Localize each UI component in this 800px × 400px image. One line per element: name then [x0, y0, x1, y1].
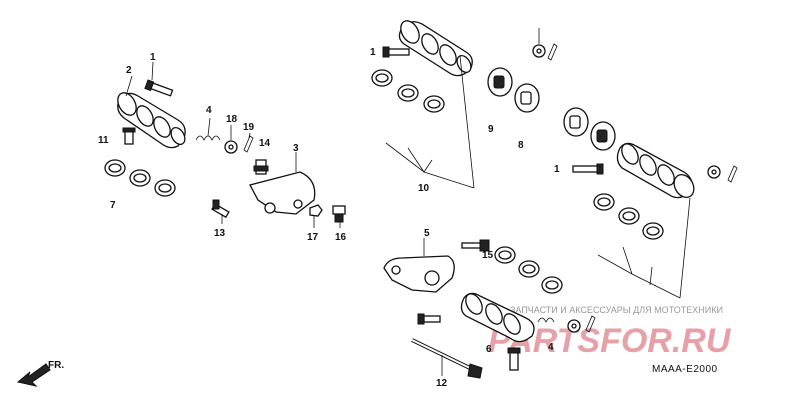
- clip-icon: [585, 315, 596, 333]
- callout-8: 8: [518, 140, 524, 151]
- washer-icon: [567, 319, 581, 333]
- callout-15: 15: [482, 250, 494, 261]
- callout-1: 1: [150, 52, 156, 63]
- clip-icon: [727, 165, 738, 183]
- callout-13: 13: [214, 228, 226, 239]
- camshaft-right: [616, 142, 695, 199]
- callout-11: 11: [98, 135, 109, 146]
- sprocket-icon: [487, 67, 540, 113]
- sprocket-icon: [563, 107, 616, 151]
- camshaft-lower: [460, 292, 535, 343]
- callout-17: 17: [307, 232, 319, 243]
- spring-icon: [537, 317, 555, 323]
- callout-4: 4: [206, 105, 212, 116]
- nut-icon: [309, 204, 323, 228]
- bearing-icon: [593, 193, 664, 240]
- washer-icon: [532, 28, 546, 58]
- callout-14: 14: [259, 138, 271, 149]
- front-indicator: FR.: [48, 360, 64, 371]
- bolt-icon: [122, 127, 136, 145]
- camshaft-left: [117, 75, 186, 149]
- callout-6: 6: [486, 344, 492, 355]
- washer-icon: [707, 165, 721, 179]
- bearing-icon: [371, 69, 445, 113]
- callout-19: 19: [243, 122, 255, 133]
- callout-16: 16: [335, 232, 347, 243]
- front-arrow-icon: FR.: [16, 360, 64, 387]
- bracket-icon: [249, 152, 316, 215]
- bolt-icon: [417, 313, 441, 325]
- bolt-icon: [253, 159, 269, 175]
- callout-5: 5: [424, 228, 430, 239]
- bearing-icon: [494, 246, 563, 294]
- bolt-icon: [144, 61, 174, 97]
- long-bolt-icon: [411, 338, 483, 379]
- bolt-icon: [332, 205, 346, 228]
- callout-4-lower: 4: [548, 342, 554, 353]
- callout-18: 18: [226, 114, 238, 125]
- bolt-icon: [572, 163, 604, 175]
- bolt-icon: [382, 46, 410, 58]
- bolt-icon: [211, 199, 230, 224]
- camshaft-upper: [398, 20, 473, 77]
- washer-icon: [224, 125, 238, 154]
- spring-icon: [195, 117, 221, 141]
- callout-3: 3: [293, 143, 299, 154]
- callout-1-right: 1: [554, 164, 560, 175]
- bolt-icon: [507, 347, 521, 371]
- clip-icon: [547, 43, 558, 61]
- diagram-code: MAAA-E2000: [652, 364, 718, 375]
- bolt-icon: [461, 239, 490, 252]
- callout-7: 7: [110, 200, 116, 211]
- callout-1-upper: 1: [370, 47, 376, 58]
- watermark-tagline: ЗАПЧАСТИ И АКСЕССУАРЫ ДЛЯ МОТОТЕХНИКИ: [510, 305, 723, 315]
- callout-12: 12: [436, 378, 448, 389]
- callout-10: 10: [418, 183, 430, 194]
- callout-9: 9: [488, 124, 494, 135]
- callout-2: 2: [126, 65, 132, 76]
- clip-icon: [243, 132, 254, 153]
- callout-labels: 1 2 4 18 19 11 14 3 7 13 17 16 1 9 8 10 …: [98, 47, 560, 389]
- bearing-icon: [104, 159, 176, 197]
- bracket-icon: [383, 238, 455, 293]
